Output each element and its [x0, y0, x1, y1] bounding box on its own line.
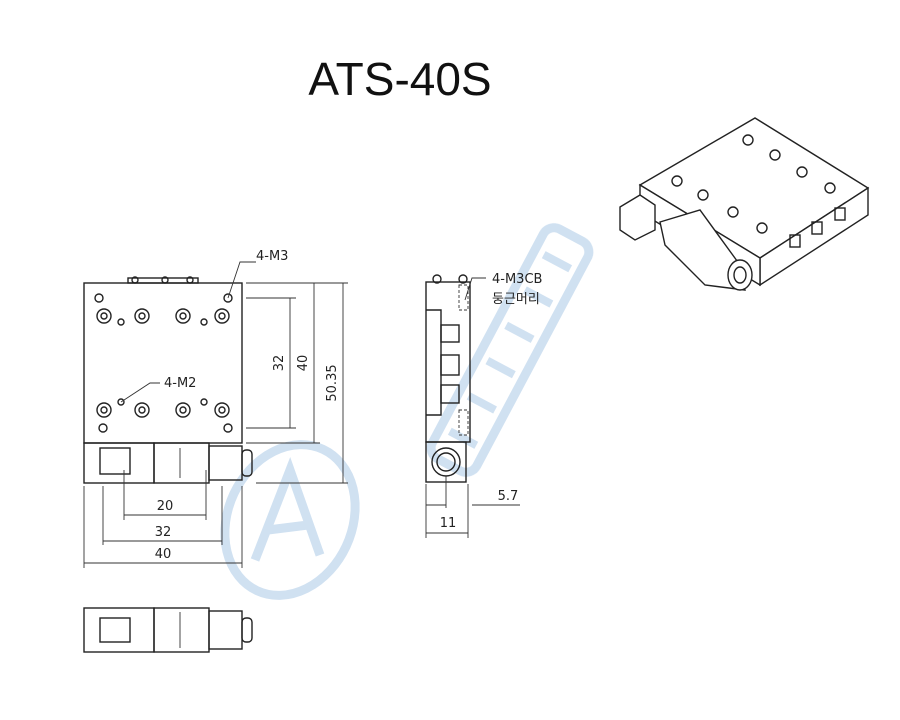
- top-view-dimensions: [83, 261, 348, 568]
- dim-20: 20: [157, 499, 174, 514]
- dim-5-7: 5.7: [498, 489, 519, 504]
- iso-holes: [671, 134, 836, 234]
- dim-32-horizontal: 32: [155, 525, 172, 540]
- product-title: ATS-40S: [308, 53, 492, 105]
- dim-50-35-vertical: 50.35: [325, 364, 340, 401]
- watermark-logo: [220, 223, 594, 600]
- dim-11: 11: [440, 516, 457, 531]
- dim-40-horizontal: 40: [155, 547, 172, 562]
- mounting-holes: [94, 293, 233, 433]
- bottom-view: [83, 607, 253, 653]
- label-round-head: 둥근머리: [492, 292, 540, 307]
- dim-32-vertical: 32: [272, 355, 287, 372]
- top-view: [83, 276, 253, 484]
- label-4-m2: 4-M2: [164, 376, 196, 391]
- isometric-view: [619, 117, 870, 291]
- label-4-m3cb: 4-M3CB: [492, 272, 542, 287]
- dim-40-vertical: 40: [296, 355, 311, 372]
- label-4-m3: 4-M3: [256, 249, 288, 264]
- side-view: [425, 274, 520, 538]
